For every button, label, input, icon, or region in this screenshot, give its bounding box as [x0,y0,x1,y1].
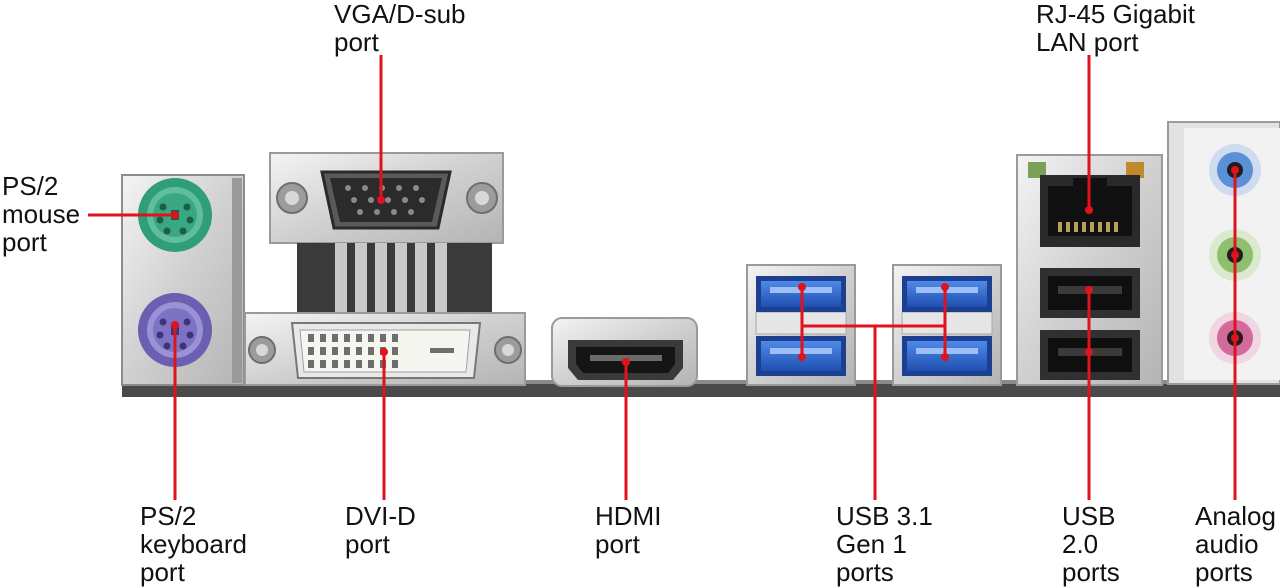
leader-dot-usb31-4 [941,353,949,361]
leader-dot-usb20-1 [1085,286,1093,294]
usb31-port[interactable] [902,276,992,312]
leader-dot-usb31-3 [798,353,806,361]
vga-port[interactable] [269,152,504,313]
leader-dot-vga [377,196,385,204]
leader-dot-hdmi [622,358,630,366]
panel-base-shade [122,380,1280,384]
leader-dot-ps2-keyboard [171,321,179,329]
leader-dot-rj45 [1085,206,1093,214]
leader-dot-audio-3 [1231,334,1239,342]
leader-dot-audio-2 [1231,251,1239,259]
panel-base-bar [122,383,1280,397]
leader-dot-usb20-2 [1085,348,1093,356]
leader-dot-dvi [380,348,388,356]
leader-dot-usb31-2 [941,283,949,291]
ps2-keyboard-port[interactable] [138,293,212,367]
leader-dot-ps2-mouse [171,211,179,219]
leader-dot-usb31-1 [798,283,806,291]
leader-dots [171,166,1239,366]
leader-dot-audio-1 [1231,166,1239,174]
